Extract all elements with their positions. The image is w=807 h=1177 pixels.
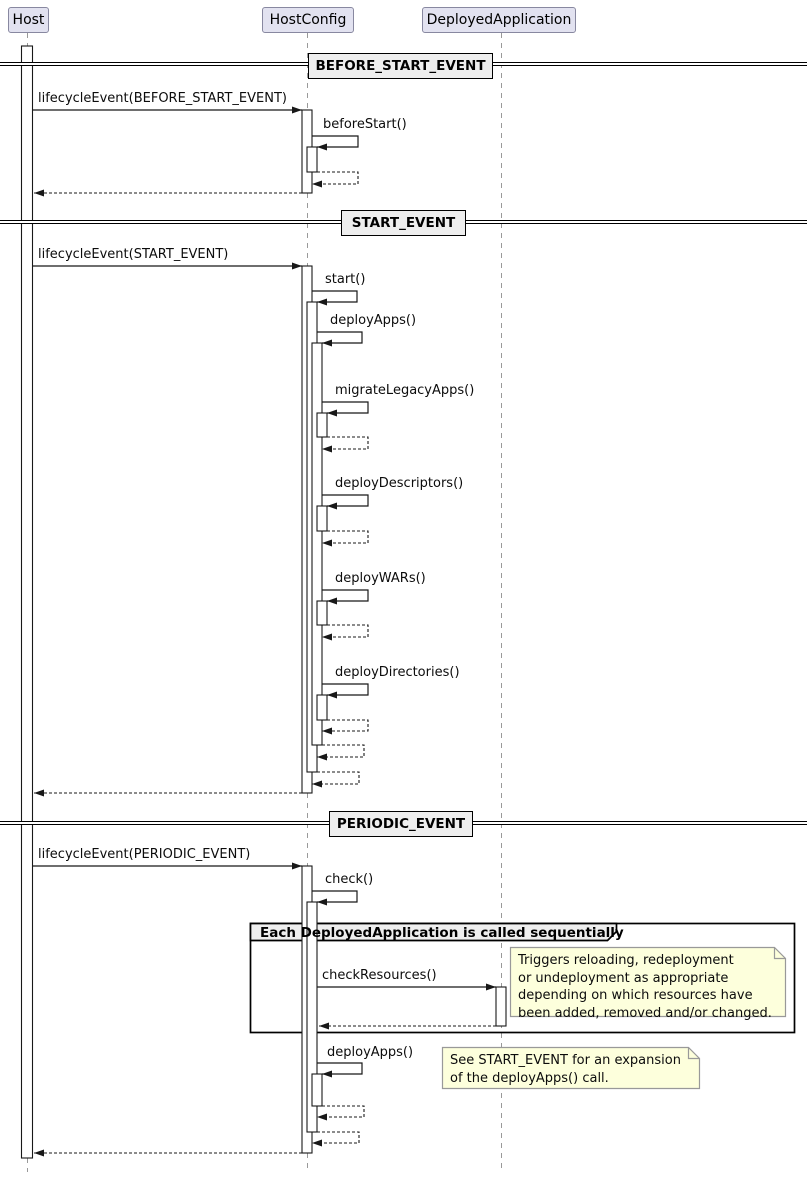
- host-activation: [20, 45, 34, 1159]
- message-lifecycle-periodic: lifecycleEvent(PERIODIC_EVENT): [38, 847, 251, 862]
- hostconfig-activation-before-l2: [306, 146, 318, 173]
- return-deploy-apps-2: [317, 1105, 365, 1121]
- note-check-resources-text: Triggers reloading, redeployment or unde…: [518, 953, 772, 1021]
- message-check: check(): [325, 872, 374, 887]
- group-frame-title-shape: [249, 922, 618, 942]
- arrow-start-self: [312, 290, 358, 306]
- participant-deployedapplication: DeployedApplication: [422, 7, 576, 33]
- activation-bars: [20, 45, 507, 1159]
- note-deploy-apps-shape: [441, 1046, 701, 1090]
- return-wars: [322, 624, 369, 641]
- note-check-resources-fold-icon: [773, 947, 786, 960]
- divider-periodic-event: PERIODIC_EVENT: [329, 811, 473, 837]
- message-check-resources: checkResources(): [322, 968, 437, 983]
- arrow-before-start-self: [312, 135, 359, 151]
- return-migrate: [322, 436, 369, 453]
- return-arrows: [34, 171, 496, 1157]
- hostconfig-activation-wars: [316, 600, 328, 626]
- note-check-resources-shape: [509, 946, 787, 1018]
- message-lifecycle-before-start: lifecycleEvent(BEFORE_START_EVENT): [38, 91, 287, 106]
- return-deploy-apps-1: [317, 744, 365, 761]
- deployedapp-activation: [495, 986, 507, 1027]
- call-arrows: [32, 106, 496, 1078]
- message-deploy-descriptors: deployDescriptors(): [335, 476, 464, 491]
- arrow-check-self: [312, 890, 358, 906]
- return-start: [312, 771, 360, 788]
- divider-before-start-label: BEFORE_START_EVENT: [315, 58, 486, 74]
- group-frame-title: Each DeployedApplication is called seque…: [260, 925, 624, 941]
- message-before-start: beforeStart(): [323, 117, 407, 132]
- message-lifecycle-start: lifecycleEvent(START_EVENT): [38, 247, 229, 262]
- hostconfig-activation-migrate: [316, 412, 328, 438]
- participant-host: Host: [8, 7, 49, 33]
- divider-periodic-label: PERIODIC_EVENT: [336, 816, 466, 832]
- participant-host-label: Host: [12, 12, 45, 28]
- divider-start-label: START_EVENT: [351, 215, 456, 231]
- hostconfig-activation-descriptors: [316, 505, 328, 532]
- arrow-migrate-self: [322, 401, 369, 417]
- return-directories: [322, 719, 369, 735]
- participant-hostconfig-label: HostConfig: [269, 12, 347, 28]
- message-deploy-wars: deployWARs(): [335, 571, 426, 586]
- arrow-directories-self: [322, 683, 369, 699]
- hostconfig-activation-start-l3: [311, 342, 323, 746]
- hostconfig-activation-periodic-l2: [306, 901, 318, 1133]
- participant-deployedapplication-label: DeployedApplication: [426, 12, 572, 28]
- group-frame: [249, 922, 796, 1034]
- arrow-deploy-apps-1-self: [317, 331, 363, 347]
- return-descriptors: [322, 530, 369, 547]
- message-deploy-directories: deployDirectories(): [335, 665, 460, 680]
- lifelines: [27, 33, 502, 1172]
- arrow-deploy-apps-2-self: [317, 1062, 363, 1078]
- message-deploy-apps-1: deployApps(): [330, 313, 417, 328]
- return-before-start-self: [312, 171, 359, 188]
- hostconfig-activation-directories: [316, 694, 328, 721]
- divider-start-event: START_EVENT: [341, 210, 466, 236]
- hostconfig-activation-periodic-l3: [311, 1073, 323, 1107]
- notes-shapes: [441, 946, 787, 1090]
- divider-before-start-event: BEFORE_START_EVENT: [308, 53, 493, 79]
- note-deploy-apps-fold-icon: [687, 1047, 700, 1060]
- arrow-wars-self: [322, 589, 369, 605]
- message-deploy-apps-2: deployApps(): [327, 1045, 414, 1060]
- return-check: [312, 1131, 360, 1147]
- participant-hostconfig: HostConfig: [262, 7, 354, 33]
- arrow-descriptors-self: [322, 494, 369, 510]
- message-migrate-legacy-apps: migrateLegacyApps(): [335, 383, 475, 398]
- note-deploy-apps-text: See START_EVENT for an expansion of the …: [450, 1053, 681, 1086]
- message-start: start(): [325, 272, 366, 287]
